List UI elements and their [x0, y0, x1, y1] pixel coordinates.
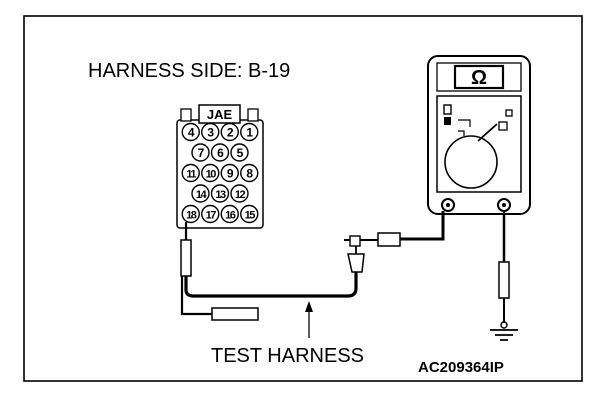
range-marker-2 — [444, 117, 451, 125]
dial-pointer — [477, 123, 498, 142]
test-harness-label: TEST HARNESS — [211, 345, 364, 367]
probe-terminal — [211, 307, 259, 321]
connector-pin — [181, 163, 200, 183]
test-harness — [180, 211, 518, 341]
connector-pin — [201, 122, 220, 142]
connector-pin-number: 18 — [186, 210, 197, 222]
connector-pin — [210, 143, 230, 162]
ground-terminal — [500, 321, 508, 329]
ohmmeter: Ω — [427, 55, 531, 215]
connector-pin — [220, 204, 239, 224]
connector-pin-number: 6 — [217, 146, 224, 160]
ohm-symbol-box — [453, 64, 505, 90]
connector-pin — [220, 122, 239, 142]
connector-pin — [191, 143, 210, 162]
connector-pin — [191, 184, 210, 203]
connector-pin — [240, 163, 259, 183]
ohm-symbol: Ω — [471, 67, 487, 89]
connector-label: JAE — [207, 107, 233, 122]
connector-pin-number: 7 — [198, 146, 205, 160]
connector-pin-number: 1 — [246, 126, 253, 140]
connector-pin-number: 16 — [225, 210, 236, 222]
connector-label-box — [198, 104, 241, 124]
connector-lug-right — [247, 108, 259, 122]
connector-pin — [240, 204, 259, 224]
ground-icon — [490, 329, 518, 341]
connector-pin-number: 8 — [246, 167, 253, 181]
connector-pin-number: 12 — [235, 189, 246, 201]
connector-pin — [201, 163, 220, 183]
connector-pin-number: 4 — [188, 126, 195, 140]
probe-sleeve — [180, 239, 192, 277]
connector-pin-number: 3 — [207, 126, 214, 140]
connector-pin — [181, 122, 200, 142]
range-marker-1 — [443, 104, 452, 115]
test-clip-body — [347, 253, 365, 273]
connector-pin-number: 5 — [237, 146, 244, 160]
connector-pin-number: 9 — [227, 167, 234, 181]
connector-pin — [230, 184, 249, 203]
harness-side-title: HARNESS SIDE: B-19 — [88, 60, 290, 82]
connector-pin-number: 15 — [245, 210, 256, 222]
connector-pin — [181, 204, 200, 224]
test-clip-cap — [349, 235, 361, 247]
connector-pin-number: 13 — [215, 189, 226, 201]
connector-pin — [220, 163, 239, 183]
scale-ticks — [458, 119, 471, 136]
connector-pin-number: 17 — [206, 210, 217, 222]
jack-ohm-core — [502, 203, 506, 207]
connector-pin-number: 10 — [206, 169, 217, 181]
meter-com-lead — [400, 211, 445, 241]
probe-branch-wire — [180, 276, 212, 316]
callout-arrow-head — [305, 301, 313, 312]
range-marker-3 — [505, 109, 513, 117]
selector-dial — [444, 135, 498, 189]
connector-pin — [201, 204, 220, 224]
figure-frame — [23, 15, 583, 382]
connector-pin — [210, 184, 230, 203]
ground-probe — [498, 261, 510, 299]
connector-lug-left — [180, 108, 192, 122]
range-marker-4 — [498, 121, 508, 131]
connector-pin — [230, 143, 249, 162]
connector-pin-number: 11 — [186, 169, 196, 181]
connector-pin — [240, 122, 259, 142]
connector-pin-number: 2 — [227, 126, 234, 140]
jack-com-core — [446, 203, 450, 207]
meter-probe-sleeve — [377, 232, 401, 247]
figure-code: AC209364IP — [418, 359, 504, 376]
harness-wire — [184, 262, 358, 298]
